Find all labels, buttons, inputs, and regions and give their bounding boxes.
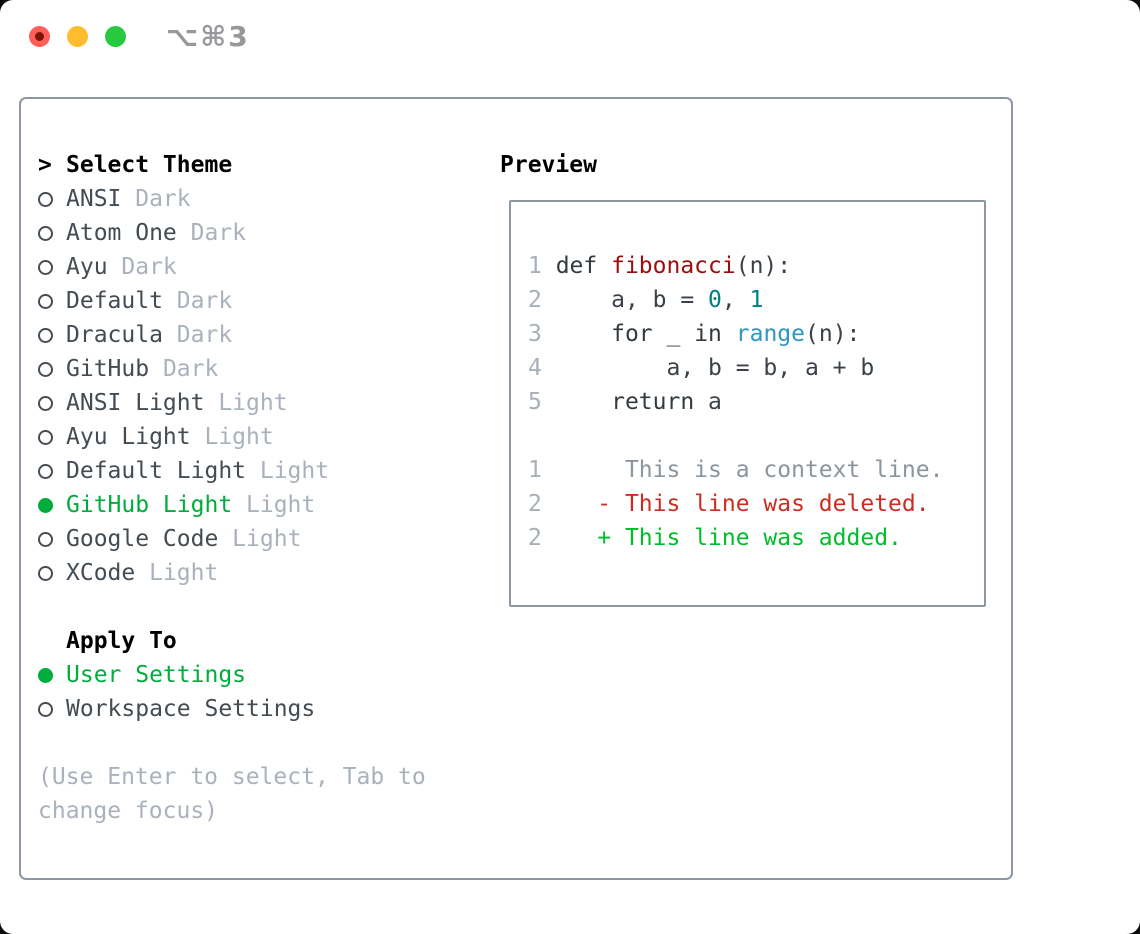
line-number: 1 [528, 253, 556, 279]
theme-name: XCode [66, 560, 136, 586]
code-line: 1 def fibonacci(n): [528, 253, 792, 279]
titlebar: ⌥⌘3 [0, 0, 1140, 97]
theme-name: Default Light [66, 458, 247, 484]
apply-option-label: User Settings [66, 662, 247, 688]
theme-option-ayu[interactable]: Ayu Dark [38, 250, 426, 284]
window-shortcut-label: ⌥⌘3 [166, 20, 250, 53]
theme-variant: Dark [162, 322, 233, 348]
theme-variant: Light [232, 492, 316, 518]
theme-variant: Light [135, 560, 219, 586]
context-line: 1 This is a context line. [528, 457, 944, 483]
apply-option-user-settings[interactable]: User Settings [38, 658, 426, 692]
theme-option-default[interactable]: Default Dark [38, 284, 426, 318]
spacer [38, 590, 426, 624]
added-line: 2 + This line was added. [528, 525, 902, 551]
radio-selected-icon [38, 667, 53, 683]
line-number: 1 [528, 457, 556, 483]
radio-icon [38, 361, 53, 377]
traffic-lights [29, 26, 126, 47]
line-number: 2 [528, 287, 556, 313]
theme-name: Google Code [66, 526, 219, 552]
theme-option-ansi[interactable]: ANSI Dark [38, 182, 426, 216]
preview-box: 1 def fibonacci(n): 2 a, b = 0, 1 3 for _ … [509, 200, 986, 607]
help-text: (Use Enter to select, Tab to change focus… [38, 760, 426, 828]
radio-icon [38, 429, 53, 445]
radio-icon [38, 327, 53, 343]
radio-icon [38, 293, 53, 309]
theme-variant: Light [204, 390, 288, 416]
theme-variant: Dark [149, 356, 219, 382]
cursor-caret-icon: > [38, 152, 52, 178]
theme-name: Ayu Light [66, 424, 191, 450]
theme-option-atom-one[interactable]: Atom One Dark [38, 216, 426, 250]
code-line: 5 return a [528, 389, 722, 415]
theme-variant: Dark [121, 186, 191, 212]
theme-option-ayu-light[interactable]: Ayu Light Light [38, 420, 426, 454]
radio-icon [38, 463, 53, 479]
close-button[interactable] [29, 26, 50, 47]
apply-option-label: Workspace Settings [66, 696, 316, 722]
theme-variant: Dark [176, 220, 247, 246]
theme-option-github[interactable]: GitHub Dark [38, 352, 426, 386]
close-dot-icon [35, 32, 44, 41]
radio-selected-icon [38, 497, 53, 513]
theme-name: ANSI [66, 186, 122, 212]
theme-name: GitHub Light [66, 492, 233, 518]
maximize-button[interactable] [105, 26, 126, 47]
preview-title: Preview [500, 152, 597, 178]
theme-name: Atom One [66, 220, 177, 246]
code-line: 2 a, b = 0, 1 [528, 287, 764, 313]
theme-option-ansi-light[interactable]: ANSI Light Light [38, 386, 426, 420]
deleted-line: 2 - This line was deleted. [528, 491, 930, 517]
theme-name: Ayu [66, 254, 108, 280]
theme-name: Dracula [66, 322, 163, 348]
apply-option-workspace-settings[interactable]: Workspace Settings [38, 692, 426, 726]
theme-option-dracula[interactable]: Dracula Dark [38, 318, 426, 352]
theme-variant: Dark [162, 288, 233, 314]
select-theme-header: > Select Theme [38, 148, 426, 182]
radio-icon [38, 531, 53, 547]
code-line: 4 a, b = b, a + b [528, 355, 875, 381]
theme-variant: Dark [107, 254, 177, 280]
theme-name: GitHub [66, 356, 150, 382]
line-number: 2 [528, 491, 556, 517]
select-theme-title: Select Theme [66, 152, 233, 178]
minimize-button[interactable] [67, 26, 88, 47]
theme-option-xcode[interactable]: XCode Light [38, 556, 426, 590]
theme-option-github-light[interactable]: GitHub Light Light [38, 488, 426, 522]
line-number: 2 [528, 525, 556, 551]
blank-line [528, 419, 943, 453]
radio-icon [38, 395, 53, 411]
spacer [38, 726, 426, 760]
theme-option-default-light[interactable]: Default Light Light [38, 454, 426, 488]
theme-option-google-code[interactable]: Google Code Light [38, 522, 426, 556]
apply-to-title: Apply To [66, 628, 177, 654]
radio-icon [38, 565, 53, 581]
theme-variant: Light [218, 526, 302, 552]
theme-variant: Light [246, 458, 330, 484]
help-line: (Use Enter to select, Tab to [38, 764, 426, 790]
line-number: 3 [528, 321, 556, 347]
help-line: change focus) [38, 798, 219, 824]
radio-icon [38, 701, 53, 717]
code-preview: 1 def fibonacci(n): 2 a, b = 0, 1 3 for _ … [528, 249, 943, 555]
line-number: 4 [528, 355, 556, 381]
radio-icon [38, 191, 53, 207]
theme-variant: Light [190, 424, 274, 450]
code-line: 3 for _ in range(n): [528, 321, 861, 347]
theme-name: Default [66, 288, 163, 314]
radio-icon [38, 225, 53, 241]
line-number: 5 [528, 389, 556, 415]
radio-icon [38, 259, 53, 275]
theme-name: ANSI Light [66, 390, 205, 416]
apply-to-header: Apply To [38, 624, 426, 658]
